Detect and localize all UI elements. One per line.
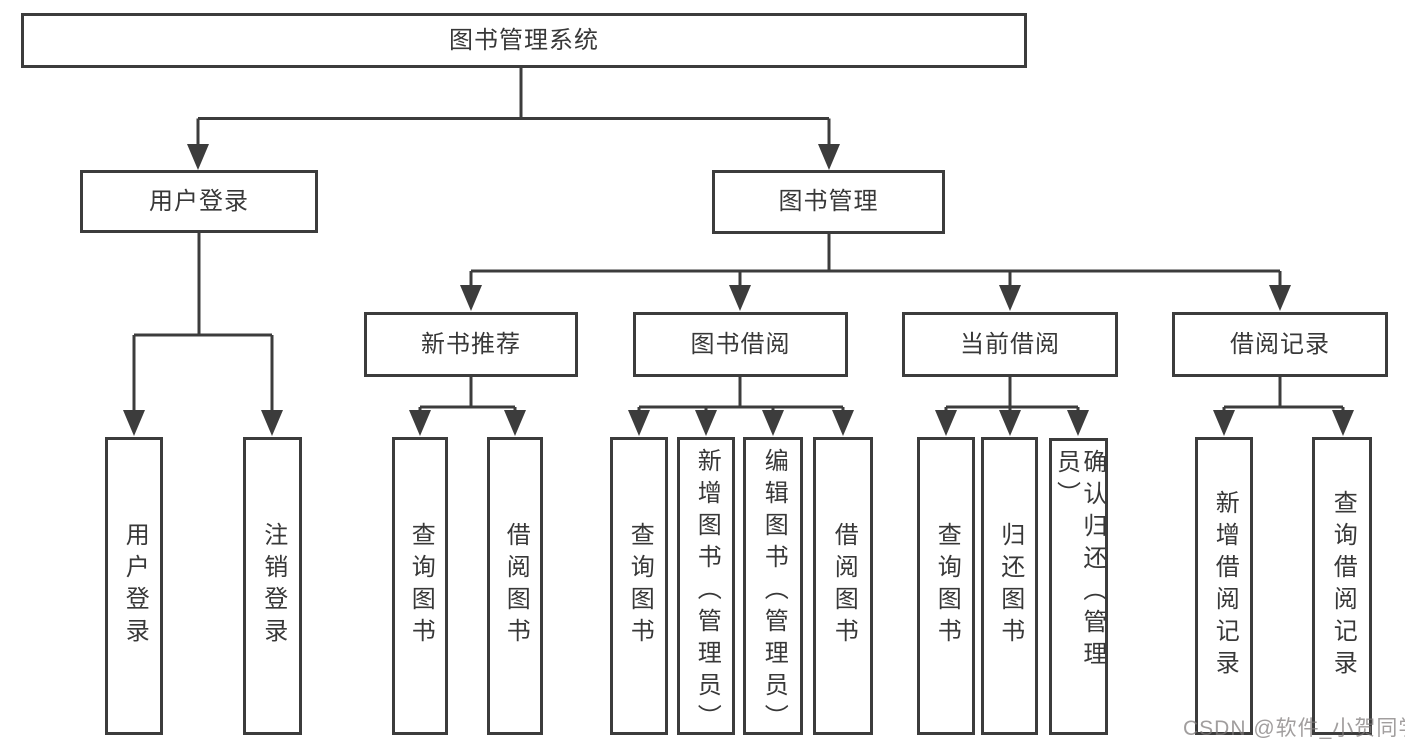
branch-book-management [460, 234, 1291, 311]
branch-new-book-recommend [409, 377, 526, 436]
node-current-borrow: 当前借阅 [902, 312, 1118, 377]
leaf-user-login: 用户登录 [105, 437, 163, 735]
branch-book-borrow [628, 377, 854, 436]
branch-user-login [123, 233, 283, 436]
node-borrow-records: 借阅记录 [1172, 312, 1388, 377]
leaf-logout: 注销登录 [243, 437, 302, 735]
leaf-recommend-borrow-book: 借阅图书 [487, 437, 543, 735]
node-book-borrow: 图书借阅 [633, 312, 848, 377]
node-user-login-branch: 用户登录 [80, 170, 318, 233]
leaf-confirm-return-admin: 确认归还（管理员） [1049, 438, 1108, 735]
leaf-borrow-book: 借阅图书 [813, 437, 873, 735]
node-book-management-branch: 图书管理 [712, 170, 945, 234]
branch-current-borrow [935, 377, 1089, 436]
leaf-current-query-book: 查询图书 [917, 437, 975, 735]
leaf-add-book-admin: 新增图书（管理员） [677, 437, 735, 736]
leaf-borrow-query-book: 查询图书 [610, 437, 668, 735]
csdn-watermark: CSDN @软件_小贺同学 [1183, 717, 1405, 740]
branch-root [187, 68, 840, 170]
leaf-query-borrow-record: 查询借阅记录 [1312, 437, 1372, 735]
branch-borrow-records [1213, 377, 1354, 436]
node-book-management-system: 图书管理系统 [21, 13, 1027, 68]
leaf-add-borrow-record: 新增借阅记录 [1195, 437, 1253, 735]
leaf-recommend-query-book: 查询图书 [392, 437, 448, 735]
leaf-edit-book-admin: 编辑图书（管理员） [743, 437, 803, 736]
leaf-return-book: 归还图书 [981, 437, 1038, 735]
node-new-book-recommend: 新书推荐 [364, 312, 578, 377]
